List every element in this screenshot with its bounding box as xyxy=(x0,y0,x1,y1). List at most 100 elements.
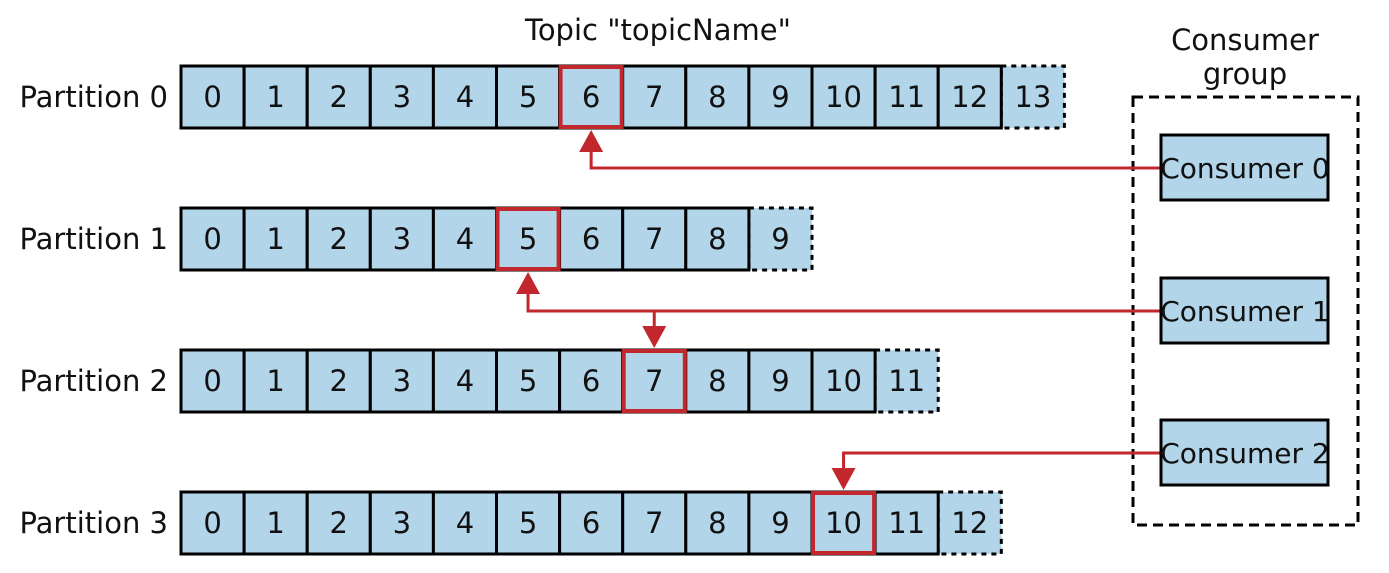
offset-label: 0 xyxy=(203,80,221,114)
arrowhead-icon xyxy=(579,130,604,152)
offset-cell xyxy=(558,348,625,414)
offset-cell xyxy=(368,64,435,130)
offset-label: 0 xyxy=(203,506,221,540)
offset-label: 3 xyxy=(393,364,411,398)
offset-cell xyxy=(305,348,372,414)
offset-label: 1 xyxy=(266,222,284,256)
current-offset-highlight xyxy=(558,65,624,129)
offset-label: 1 xyxy=(266,80,284,114)
offset-cell xyxy=(621,490,688,556)
offset-label: 2 xyxy=(330,364,348,398)
offset-label: 9 xyxy=(771,80,789,114)
offset-label: 8 xyxy=(708,506,726,540)
offset-cell xyxy=(495,64,562,130)
offset-label: 2 xyxy=(330,80,348,114)
offset-cell xyxy=(431,64,498,130)
offset-cell xyxy=(873,64,940,130)
offset-label: 5 xyxy=(519,506,537,540)
offset-cell xyxy=(621,64,688,130)
offset-label: 7 xyxy=(645,80,663,114)
offset-label: 6 xyxy=(582,80,600,114)
offset-label: 7 xyxy=(645,364,663,398)
next-offset-label: 12 xyxy=(951,506,988,540)
offset-label: 2 xyxy=(330,222,348,256)
next-offset-cell xyxy=(999,64,1066,130)
next-offset-cell xyxy=(873,348,940,414)
next-offset-label: 11 xyxy=(888,364,925,398)
offset-cell xyxy=(431,490,498,556)
offset-label: 2 xyxy=(330,506,348,540)
current-offset-highlight xyxy=(811,491,877,555)
offset-label: 7 xyxy=(645,222,663,256)
offset-label: 8 xyxy=(708,364,726,398)
partition-label: Partition 0 xyxy=(19,80,168,114)
arrowhead-icon xyxy=(516,272,541,294)
offset-label: 0 xyxy=(203,222,221,256)
offset-cell xyxy=(242,206,309,272)
offset-cell xyxy=(368,348,435,414)
current-offset-highlight xyxy=(621,349,687,413)
offset-cell xyxy=(684,206,751,272)
offset-label: 4 xyxy=(456,80,474,114)
offset-label: 12 xyxy=(951,80,988,114)
offset-cell xyxy=(747,64,814,130)
offset-cell xyxy=(431,206,498,272)
offset-cell xyxy=(305,64,372,130)
offset-label: 9 xyxy=(771,506,789,540)
offset-label: 8 xyxy=(708,80,726,114)
offset-label: 7 xyxy=(645,506,663,540)
offset-cell xyxy=(305,206,372,272)
consumer-label: Consumer 0 xyxy=(1160,152,1330,185)
offset-label: 10 xyxy=(825,80,862,114)
offset-label: 3 xyxy=(393,506,411,540)
offset-cell xyxy=(179,64,246,130)
topic-title: Topic "topicName" xyxy=(524,13,791,47)
offset-label: 9 xyxy=(771,364,789,398)
arrowhead-icon xyxy=(642,326,667,348)
consumer-box xyxy=(1159,418,1330,487)
offset-label: 3 xyxy=(393,80,411,114)
offset-label: 0 xyxy=(203,364,221,398)
offset-label: 5 xyxy=(519,222,537,256)
partition-label: Partition 1 xyxy=(19,222,168,256)
offset-cell xyxy=(431,348,498,414)
offset-cell xyxy=(810,490,877,556)
offset-cell xyxy=(810,64,877,130)
offset-cell xyxy=(936,64,1003,130)
consumer-group-label-line1: Consumer xyxy=(1171,23,1319,57)
offset-label: 11 xyxy=(888,80,925,114)
next-offset-label: 9 xyxy=(771,222,789,256)
next-offset-label: 13 xyxy=(1014,80,1051,114)
offset-cell xyxy=(368,206,435,272)
offset-cell xyxy=(242,490,309,556)
consumer-0-assignment xyxy=(579,130,1161,170)
consumer-2-assignment xyxy=(831,451,1161,490)
offset-label: 1 xyxy=(266,364,284,398)
offset-label: 4 xyxy=(456,222,474,256)
offset-label: 1 xyxy=(266,506,284,540)
offset-cell xyxy=(179,206,246,272)
partition-label: Partition 3 xyxy=(19,506,168,540)
arrowhead-icon xyxy=(831,468,856,490)
consumer-label: Consumer 1 xyxy=(1160,295,1330,328)
offset-cell xyxy=(305,490,372,556)
offset-label: 4 xyxy=(456,506,474,540)
consumer-group-label-line2: group xyxy=(1203,57,1287,91)
offset-cell xyxy=(495,348,562,414)
consumer-box xyxy=(1159,276,1330,345)
consumer-1-assignment xyxy=(516,272,1161,348)
next-offset-cell xyxy=(747,206,814,272)
next-offset-cell xyxy=(936,490,1003,556)
current-offset-highlight xyxy=(495,207,561,271)
offset-cell xyxy=(179,490,246,556)
consumer-box xyxy=(1159,133,1330,202)
offset-cell xyxy=(495,490,562,556)
offset-label: 6 xyxy=(582,364,600,398)
consumer-label: Consumer 2 xyxy=(1160,437,1330,470)
offset-label: 4 xyxy=(456,364,474,398)
offset-cell xyxy=(368,490,435,556)
